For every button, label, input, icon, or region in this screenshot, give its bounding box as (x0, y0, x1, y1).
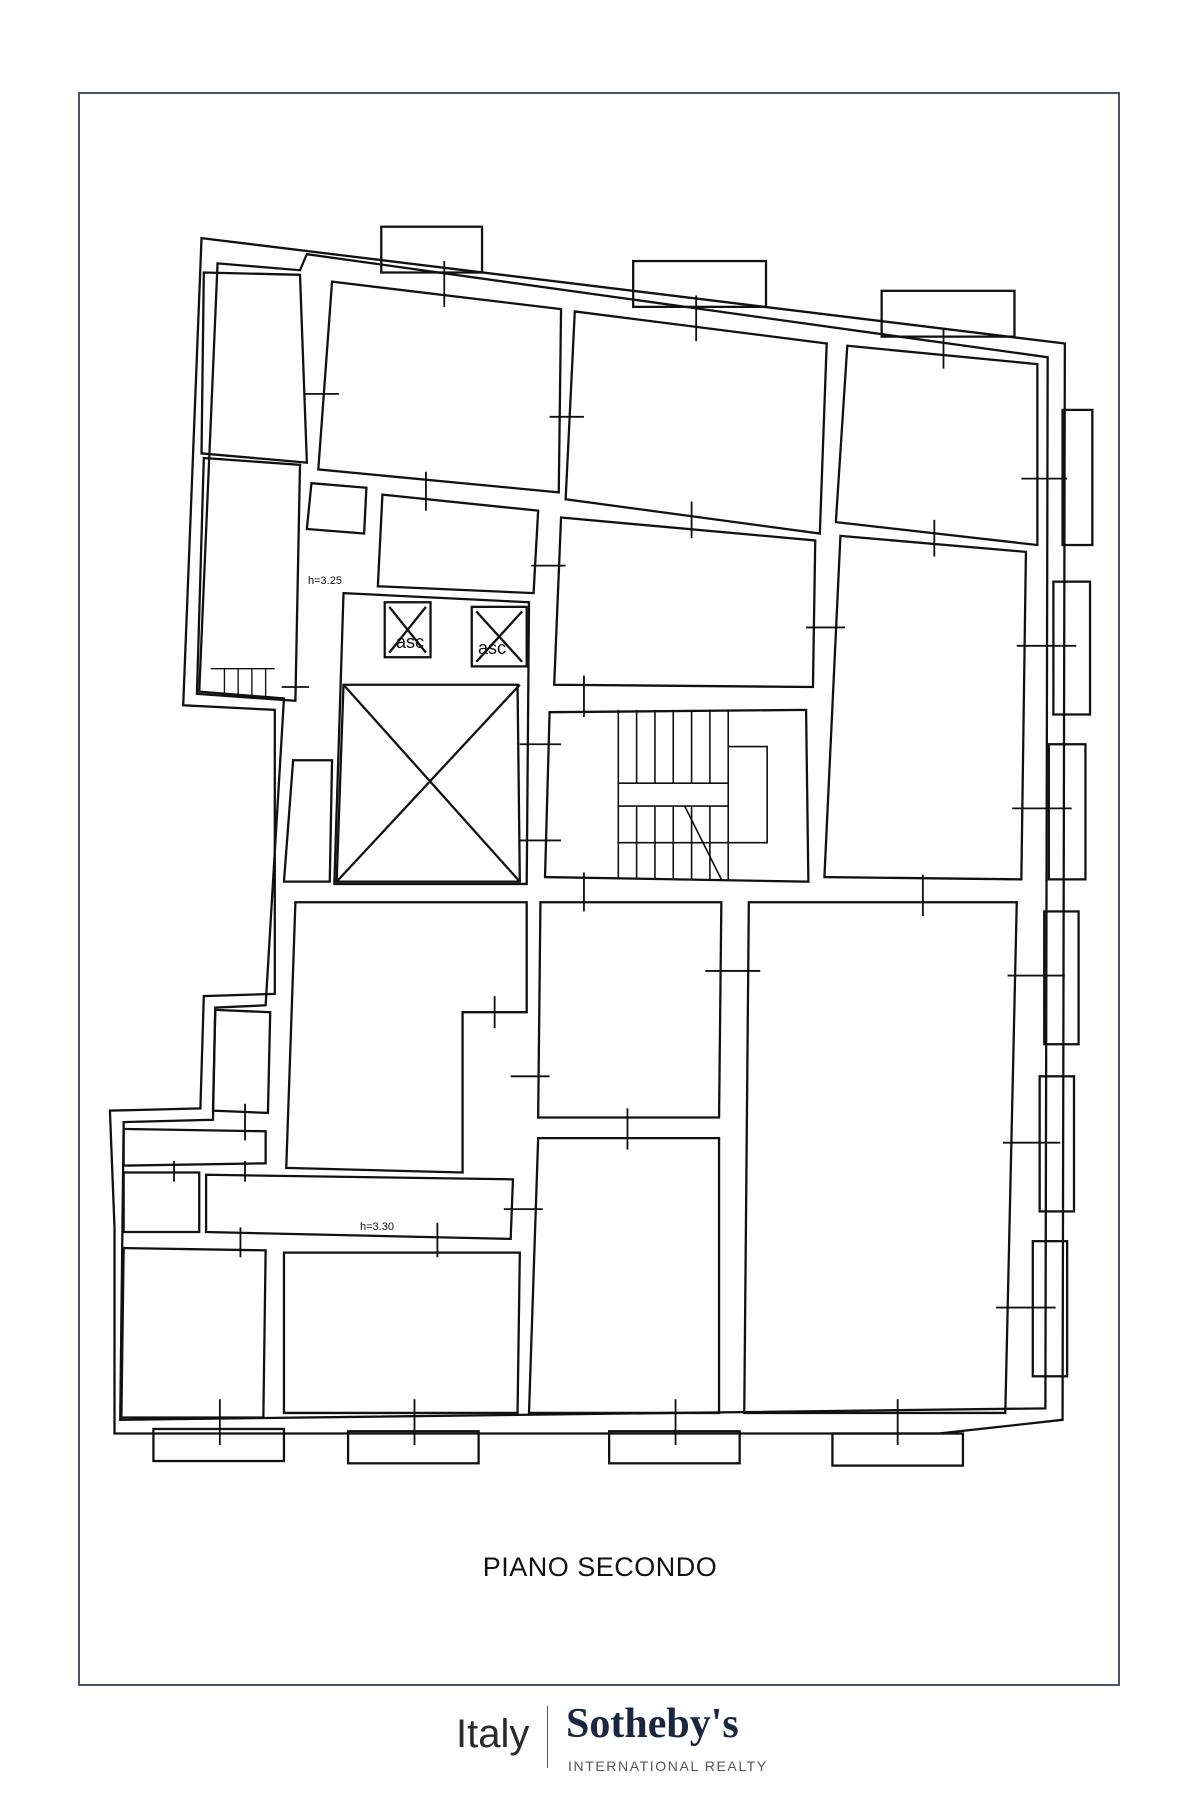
logo-region: Italy (456, 1712, 530, 1756)
elevator-label: asc (396, 632, 424, 652)
floor-label: PIANO SECONDO (482, 1552, 718, 1582)
height-note: h=3.30 (360, 1221, 394, 1233)
brand-logo: Italy Sotheby's INTERNATIONAL REALTY (0, 1700, 1200, 1780)
logo-tagline: INTERNATIONAL REALTY (568, 1758, 768, 1774)
drawing-frame (78, 92, 1120, 1686)
elevator-label: asc (478, 638, 506, 658)
outer-wall (108, 236, 1066, 1435)
logo-divider (547, 1706, 548, 1768)
height-note: h=3.25 (308, 575, 342, 587)
logo-brand: Sotheby's (566, 1701, 739, 1747)
